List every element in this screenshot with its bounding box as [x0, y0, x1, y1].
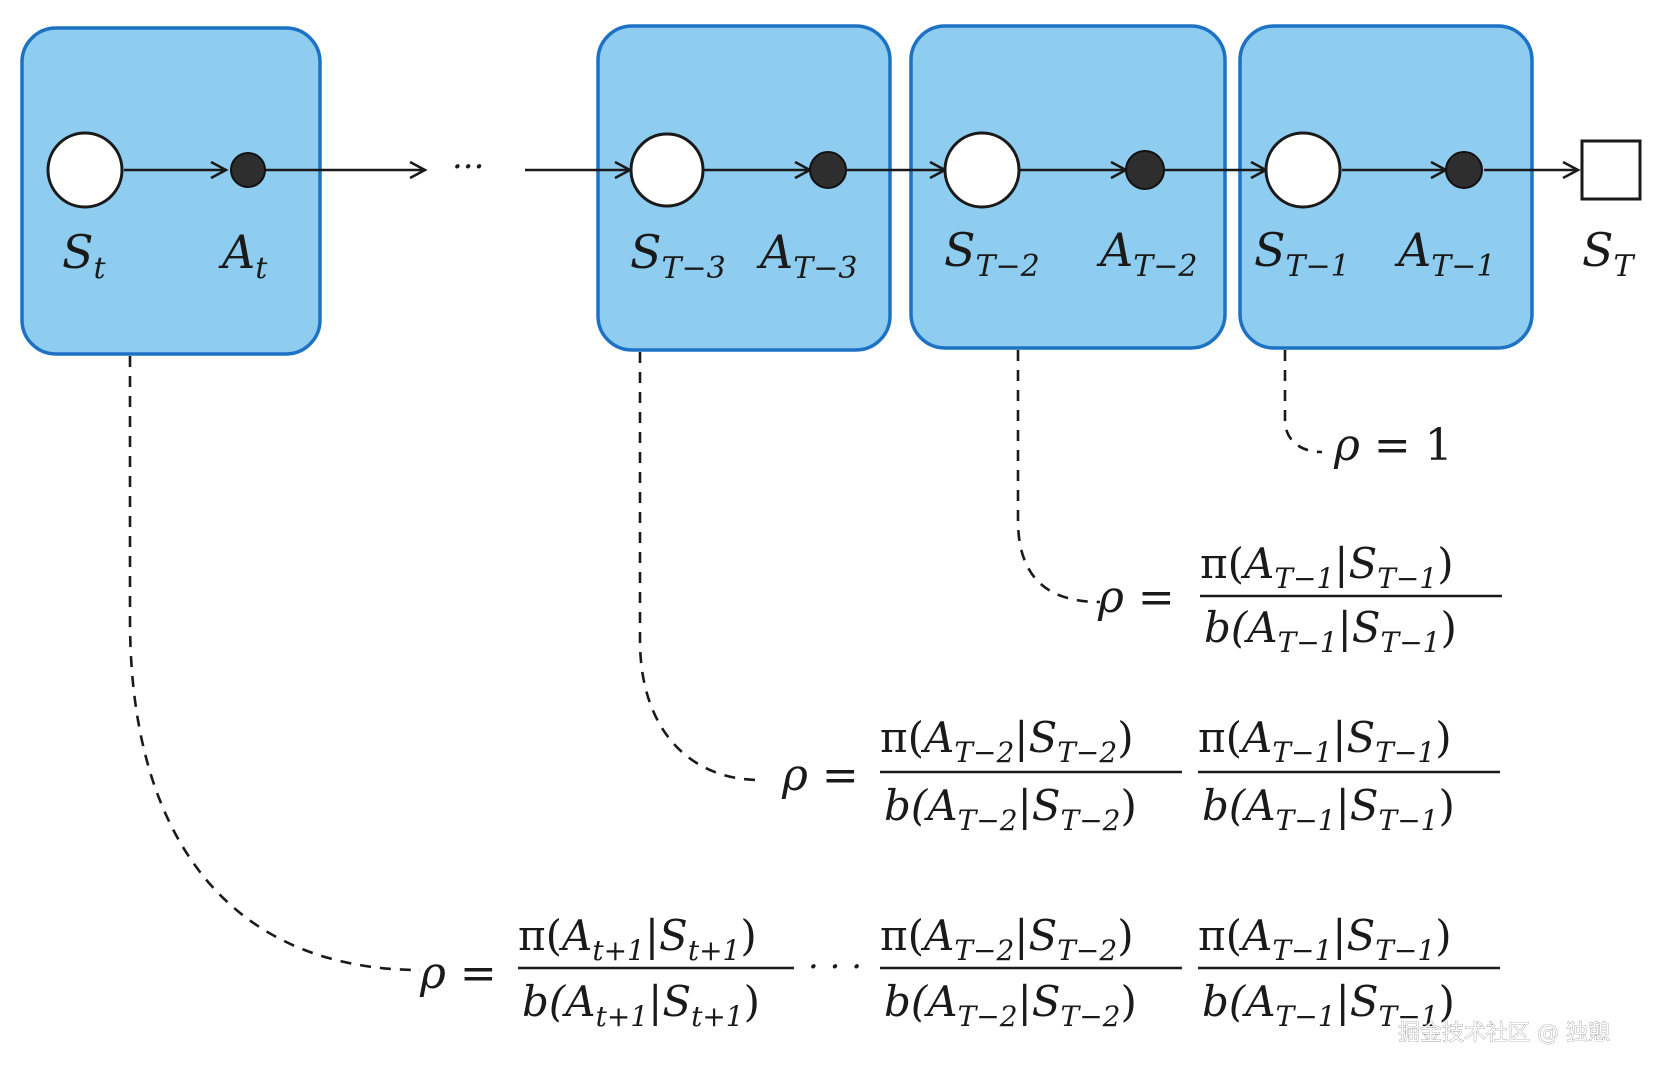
rho-equation-t-minus-2: ρ= π(AT−1|ST−1) b(AT−1|ST−1)	[1097, 539, 1502, 659]
action-node-t-minus-1	[1445, 151, 1483, 189]
label-s-t-minus-1: ST−1	[1254, 223, 1350, 284]
rho-lhs: ρ=	[1097, 572, 1175, 623]
ratio-denominator: b(AT−1|ST−1)	[1202, 781, 1455, 837]
action-node-t	[230, 152, 266, 188]
label-a-t-minus-1: AT−1	[1394, 223, 1495, 284]
ratio-factor-t-minus-1: π(AT−1|ST−1) b(AT−1|ST−1)	[1198, 713, 1500, 837]
ratio-denominator: b(AT−1|ST−1)	[1204, 603, 1457, 659]
step-box-t-minus-1	[1238, 24, 1534, 350]
leader-line-t	[128, 356, 421, 972]
leader-line-t-minus-1	[1283, 350, 1323, 454]
ratio-factor-t-minus-2: π(AT−2|ST−2) b(AT−2|ST−2)	[880, 713, 1182, 837]
action-node-t-minus-3	[809, 151, 847, 189]
label-a-t-minus-2: AT−2	[1096, 223, 1197, 284]
rho-equation-t-minus-3: ρ= π(AT−2|ST−2) b(AT−2|ST−2) π(AT−1|ST−1…	[781, 713, 1500, 837]
ratio-factor-t-minus-2: π(AT−2|ST−2) b(AT−2|ST−2)	[880, 911, 1182, 1033]
ratio-numerator: π(AT−1|ST−1)	[1198, 713, 1452, 769]
label-s-t: St	[62, 225, 107, 286]
label-s-t-minus-3: ST−3	[630, 225, 726, 286]
ratio-denominator: b(AT−2|ST−2)	[884, 781, 1137, 837]
rho-lhs: ρ=	[781, 750, 859, 801]
step-box-t-minus-3	[596, 24, 892, 352]
state-node-t-minus-3	[629, 132, 705, 208]
rho-equation-t: ρ= π(At+1|St+1) b(At+1|St+1) · · · π(AT−…	[419, 911, 1500, 1033]
leader-line-t-minus-2	[1016, 350, 1101, 604]
ratio-denominator: b(At+1|St+1)	[522, 977, 760, 1033]
state-node-t	[46, 131, 124, 209]
ratio-factor-t-minus-1: π(AT−1|ST−1) b(AT−1|ST−1)	[1200, 539, 1502, 659]
rho-lhs: ρ=	[419, 948, 497, 999]
product-dots: · · ·	[808, 947, 862, 987]
label-s-T: ST	[1582, 223, 1636, 284]
ratio-numerator: π(AT−2|ST−2)	[880, 713, 1134, 769]
label-a-t: At	[218, 225, 268, 286]
state-node-t-minus-2	[943, 131, 1021, 209]
ratio-numerator: π(AT−1|ST−1)	[1200, 539, 1454, 595]
label-a-t-minus-3: AT−3	[756, 225, 857, 286]
ratio-denominator: b(AT−1|ST−1)	[1202, 977, 1455, 1033]
ratio-numerator: π(At+1|St+1)	[518, 911, 757, 967]
ratio-factor-t-minus-1: π(AT−1|ST−1) b(AT−1|ST−1)	[1198, 911, 1500, 1033]
step-box-t	[20, 26, 322, 356]
leader-line-t-minus-3	[638, 352, 761, 782]
ratio-denominator: b(AT−2|ST−2)	[884, 977, 1137, 1033]
ratio-factor-t-plus-1: π(At+1|St+1) b(At+1|St+1)	[518, 911, 794, 1033]
ratio-numerator: π(AT−2|ST−2)	[880, 911, 1134, 967]
watermark: 掘金技术社区 @ 独憩	[1398, 1021, 1610, 1046]
terminal-state-node	[1580, 139, 1642, 201]
ratio-numerator: π(AT−1|ST−1)	[1198, 911, 1452, 967]
action-node-t-minus-2	[1125, 150, 1165, 190]
ellipsis: ···	[452, 147, 484, 187]
label-s-t-minus-2: ST−2	[944, 223, 1040, 284]
step-box-t-minus-2	[909, 24, 1227, 350]
state-node-t-minus-1	[1264, 131, 1342, 209]
rho-equation-last-step: ρ=1	[1333, 420, 1453, 471]
